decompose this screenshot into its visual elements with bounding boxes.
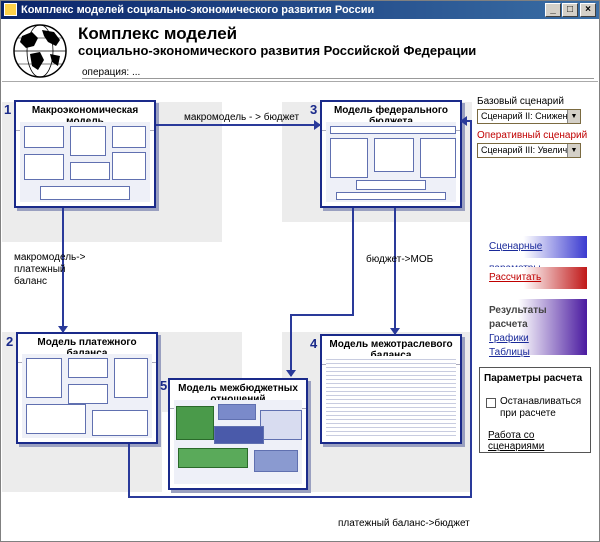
arrow-macro-payment: [62, 208, 64, 332]
base-scenario-label: Базовый сценарий: [477, 96, 564, 107]
scenarios-work-link[interactable]: Работа со сценариями: [488, 430, 545, 452]
arrowhead: [58, 326, 68, 333]
arrow-payment-budget: [128, 444, 130, 498]
stop-checkbox-label: Останавливаться при расчете: [500, 396, 582, 419]
app-icon: [4, 3, 17, 16]
arrowhead: [314, 120, 321, 130]
model-number-3: 3: [310, 102, 318, 117]
model-number-4: 4: [310, 336, 318, 351]
calculate-button[interactable]: Рассчитать: [481, 267, 587, 289]
app-title: Комплекс моделей: [78, 24, 238, 43]
operation-label: операция: ...: [82, 67, 141, 78]
arrowhead: [390, 328, 400, 335]
arrowhead: [286, 370, 296, 377]
interbudget-model-thumbnail: [174, 400, 302, 484]
oper-scenario-label: Оперативный сценарий: [477, 130, 588, 141]
model-number-2: 2: [6, 334, 14, 349]
model-number-5: 5: [160, 378, 168, 393]
label-macro-budget: макромодель - > бюджет: [184, 112, 300, 123]
interindustry-balance-panel[interactable]: Модель межотраслевого баланса: [320, 334, 462, 444]
arrow-payment-budget: [464, 120, 472, 122]
model-canvas: 1 Макроэкономическая модель 3 Модель фед…: [2, 81, 598, 541]
interbudget-model-panel[interactable]: Модель межбюджетных отношений: [168, 378, 308, 490]
macro-model-panel[interactable]: Макроэкономическая модель: [14, 100, 156, 208]
calc-params-title: Параметры расчета: [484, 373, 583, 384]
arrow-payment-budget: [128, 496, 472, 498]
arrow-budget-interbudget: [290, 314, 292, 376]
arrow-budget-interbudget: [290, 314, 354, 316]
calc-params-panel: Параметры расчета Останавливаться при ра…: [479, 367, 591, 453]
label-payment-budget: платежный баланс->бюджет: [338, 518, 470, 529]
header: Комплекс моделей социально-экономическог…: [2, 20, 598, 80]
scenario-panel: Базовый сценарий Сценарий II: Снижение ц…: [477, 96, 597, 164]
chevron-down-icon[interactable]: ▼: [567, 110, 580, 123]
arrow-budget-mob: [394, 208, 396, 334]
close-button[interactable]: ×: [580, 3, 596, 17]
arrow-payment-budget: [470, 120, 472, 498]
results-title: Результаты расчета: [489, 305, 547, 330]
operation-value: ...: [131, 67, 141, 78]
budget-model-panel[interactable]: Модель федерального бюджета: [320, 100, 462, 208]
charts-link[interactable]: Графики: [489, 333, 529, 344]
window-title: Комплекс моделей социально-экономическог…: [21, 4, 375, 16]
macro-model-thumbnail: [20, 122, 150, 202]
interindustry-balance-thumbnail: [326, 356, 456, 438]
arrow-macro-budget: [156, 124, 320, 126]
app-subtitle: социально-экономического развития Россий…: [78, 43, 477, 58]
label-macro-payment: макромодель-> платежный баланс: [14, 252, 86, 287]
globe-icon: [13, 24, 67, 78]
payment-balance-panel[interactable]: Модель платежного баланса: [16, 332, 158, 444]
payment-balance-thumbnail: [22, 354, 152, 438]
minimize-button[interactable]: _: [545, 3, 561, 17]
arrow-budget-interbudget: [352, 208, 354, 316]
title-bar: Комплекс моделей социально-экономическог…: [1, 1, 599, 19]
label-budget-mob: бюджет->МОБ: [366, 254, 434, 265]
base-scenario-select[interactable]: Сценарий II: Снижение це▼: [477, 109, 581, 124]
budget-model-thumbnail: [326, 122, 456, 202]
scenario-params-button[interactable]: Сценарные параметры: [481, 236, 587, 274]
operation-divider: [82, 78, 594, 79]
chevron-down-icon[interactable]: ▼: [567, 144, 580, 157]
stop-checkbox[interactable]: [486, 398, 496, 408]
tables-link[interactable]: Таблицы: [489, 347, 530, 358]
results-panel: Результаты расчета Графики Таблицы: [481, 299, 587, 358]
model-number-1: 1: [4, 102, 12, 117]
maximize-button[interactable]: □: [562, 3, 578, 17]
oper-scenario-select[interactable]: Сценарий III: Увеличение▼: [477, 143, 581, 158]
arrowhead: [460, 116, 467, 126]
